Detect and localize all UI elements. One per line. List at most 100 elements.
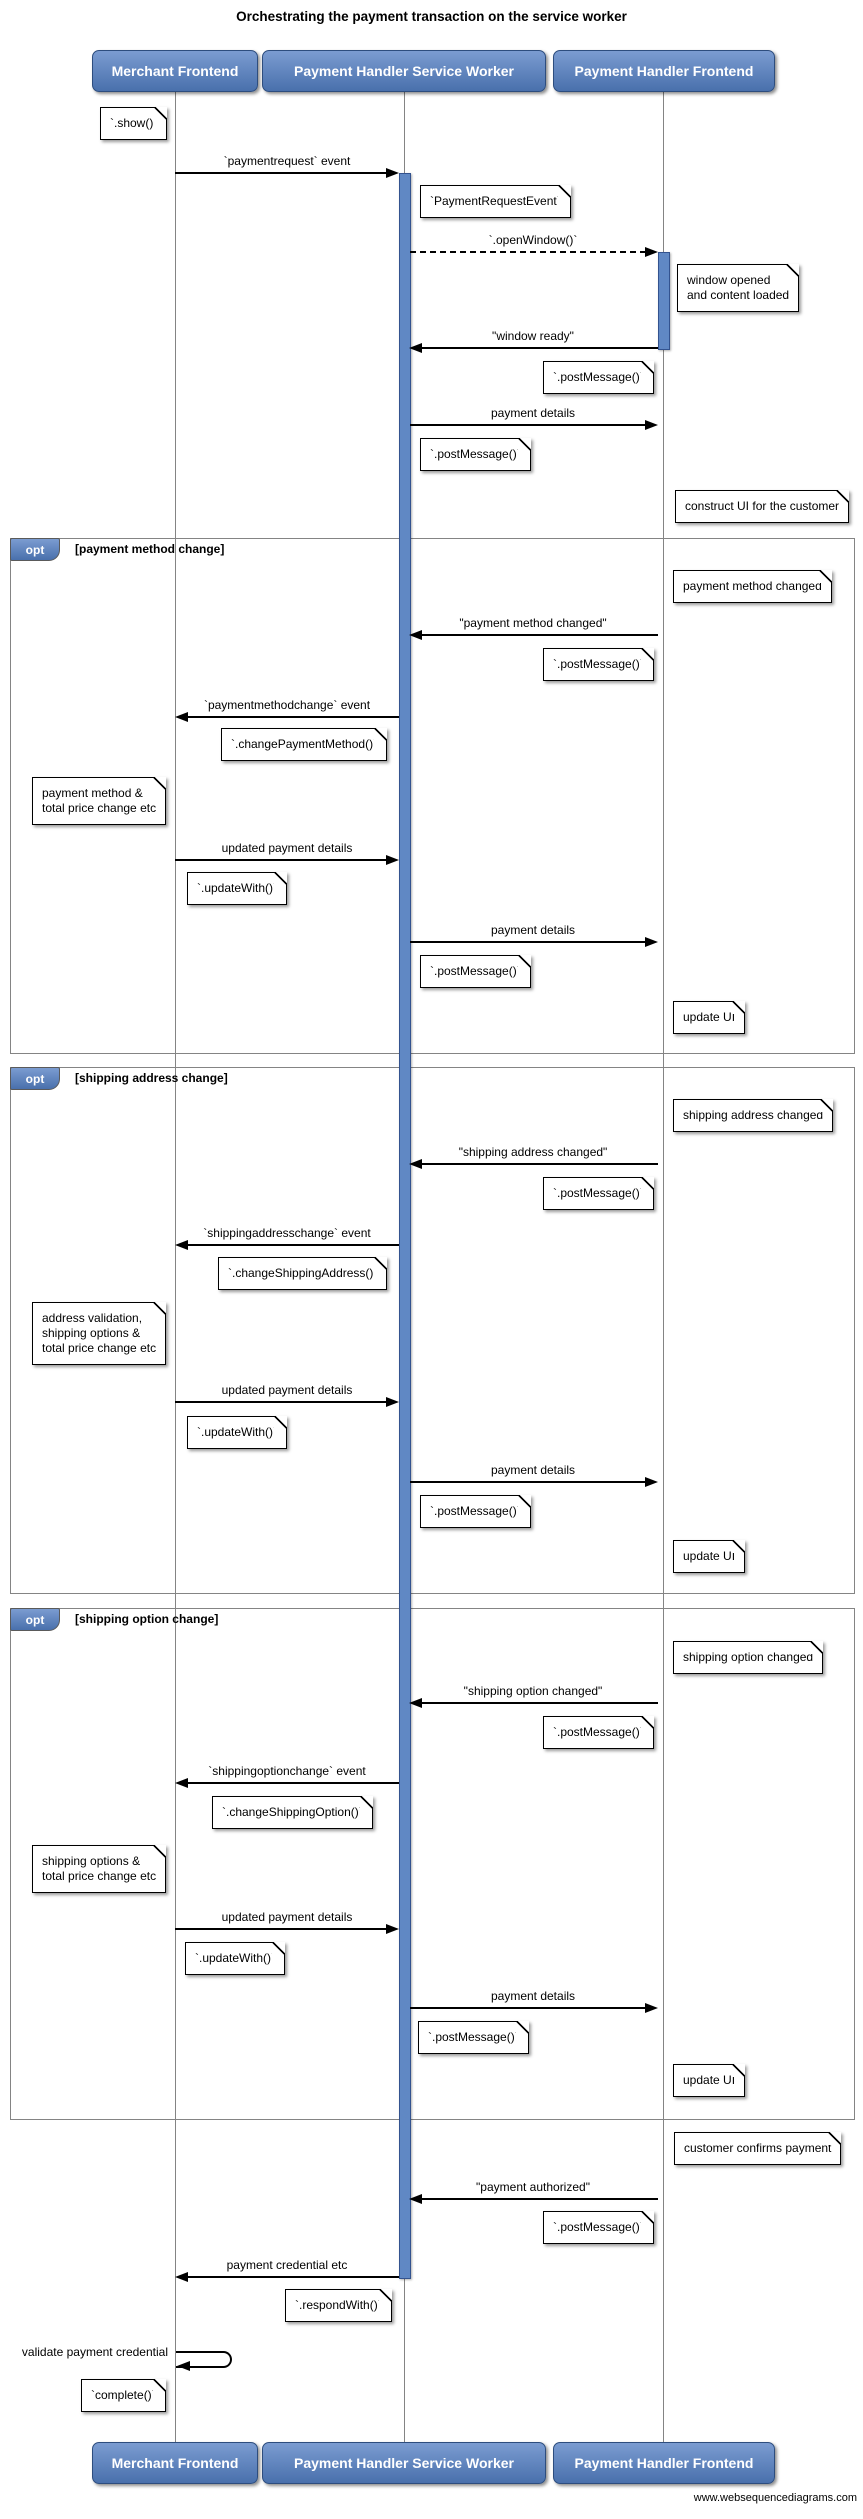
message-line xyxy=(410,251,646,253)
message-label: `shippingoptionchange` event xyxy=(208,1764,366,1778)
note: payment method changed xyxy=(673,570,832,603)
note: window opened and content loaded xyxy=(677,264,800,312)
lifeline-payment-handler-frontend xyxy=(663,92,664,2442)
arrowhead xyxy=(409,1159,422,1169)
message-label: `.openWindow()` xyxy=(488,233,578,247)
arrowhead xyxy=(645,1477,658,1487)
message-line xyxy=(187,716,399,718)
note: update UI xyxy=(673,2064,746,2097)
note: shipping option changed xyxy=(673,1641,824,1674)
note: `.postMessage()` xyxy=(543,361,654,394)
message-line xyxy=(421,347,658,349)
message-line xyxy=(421,2198,658,2200)
note: customer confirms payment xyxy=(674,2132,842,2165)
note: payment method & total price change etc xyxy=(32,777,167,825)
arrowhead xyxy=(645,420,658,430)
message-label: "payment authorized" xyxy=(476,2180,590,2194)
message-line xyxy=(410,2007,646,2009)
arrowhead xyxy=(386,1397,399,1407)
arrowhead xyxy=(175,712,188,722)
note: `.updateWith()` xyxy=(187,872,288,905)
note: update UI xyxy=(673,1001,746,1034)
opt-guard: [shipping address change] xyxy=(75,1071,228,1085)
note: `.changeShippingOption()` xyxy=(212,1796,373,1829)
message-label: "payment method changed" xyxy=(459,616,607,630)
message-label: payment details xyxy=(490,1463,576,1477)
arrowhead xyxy=(175,1778,188,1788)
arrowhead xyxy=(409,1698,422,1708)
note: `.postMessage()` xyxy=(543,2211,654,2244)
note: shipping options & total price change et… xyxy=(32,1845,167,1893)
participant-merchant-frontend: Merchant Frontend xyxy=(92,50,258,92)
watermark: www.websequencediagrams.com xyxy=(693,2492,857,2504)
arrowhead xyxy=(645,247,658,257)
note: update UI xyxy=(673,1540,746,1573)
opt-tab: opt xyxy=(10,538,60,561)
arrowhead xyxy=(386,168,399,178)
note: `PaymentRequestEvent` xyxy=(420,185,571,218)
message-line xyxy=(187,2276,399,2278)
arrowhead xyxy=(645,937,658,947)
message-label: "shipping address changed" xyxy=(458,1145,608,1159)
diagram-title: Orchestrating the payment transaction on… xyxy=(236,9,627,24)
message-line xyxy=(175,1401,387,1403)
note: `.changePaymentMethod()` xyxy=(221,728,388,761)
participant-payment-handler-frontend: Payment Handler Frontend xyxy=(553,2442,775,2484)
arrowhead xyxy=(645,2003,658,2013)
message-line xyxy=(410,1481,646,1483)
note: `.updateWith()` xyxy=(185,1942,286,1975)
message-line xyxy=(187,1782,399,1784)
arrowhead xyxy=(177,2361,190,2371)
message-label: payment details xyxy=(490,406,576,420)
message-line xyxy=(410,941,646,943)
message-label: payment details xyxy=(490,923,576,937)
fragment-shipping-option-change xyxy=(10,1608,855,2120)
opt-tab: opt xyxy=(10,1067,60,1090)
opt-guard: [payment method change] xyxy=(75,542,225,556)
message-label: `shippingaddresschange` event xyxy=(203,1226,371,1240)
note: `complete()` xyxy=(81,2379,166,2412)
participant-merchant-frontend: Merchant Frontend xyxy=(92,2442,258,2484)
note: `.postMessage()` xyxy=(543,1716,654,1749)
arrowhead xyxy=(386,1924,399,1934)
opt-guard: [shipping option change] xyxy=(75,1612,219,1626)
note: construct UI for the customer xyxy=(675,490,850,523)
note: `.postMessage()` xyxy=(420,955,531,988)
note: shipping address changed xyxy=(673,1099,834,1132)
message-line xyxy=(175,172,387,174)
message-label: updated payment details xyxy=(221,1910,353,1924)
message-label: "shipping option changed" xyxy=(463,1684,603,1698)
note: `.respondWith()` xyxy=(285,2289,392,2322)
message-line xyxy=(175,1928,387,1930)
message-label: "window ready" xyxy=(492,329,574,343)
note: `.postMessage()` xyxy=(543,648,654,681)
fragment-payment-method-change xyxy=(10,538,855,1054)
note: `.postMessage()` xyxy=(420,438,531,471)
fragment-shipping-address-change xyxy=(10,1067,855,1594)
message-line xyxy=(421,1702,658,1704)
arrowhead xyxy=(175,2272,188,2282)
message-label: updated payment details xyxy=(221,841,353,855)
arrowhead xyxy=(386,855,399,865)
participant-payment-handler-service-worker: Payment Handler Service Worker xyxy=(262,2442,546,2484)
message-label: payment credential etc xyxy=(226,2258,348,2272)
message-line xyxy=(421,1163,658,1165)
activation-payment-handler-frontend xyxy=(658,252,670,350)
arrowhead xyxy=(409,2194,422,2204)
message-line xyxy=(421,634,658,636)
message-label: `paymentmethodchange` event xyxy=(203,698,371,712)
arrowhead xyxy=(409,630,422,640)
self-message-loop xyxy=(176,2351,232,2368)
message-label: validate payment credential xyxy=(21,2345,168,2359)
message-label: updated payment details xyxy=(221,1383,353,1397)
message-label: payment details xyxy=(490,1989,576,2003)
note: `.postMessage()` xyxy=(418,2021,529,2054)
note: `.show()` xyxy=(100,107,168,140)
note: `.postMessage()` xyxy=(543,1177,654,1210)
note: `.changeShippingAddress()` xyxy=(218,1257,388,1290)
opt-tab: opt xyxy=(10,1608,60,1631)
note: address validation, shipping options & t… xyxy=(32,1302,167,1365)
message-line xyxy=(187,1244,399,1246)
arrowhead xyxy=(175,1240,188,1250)
